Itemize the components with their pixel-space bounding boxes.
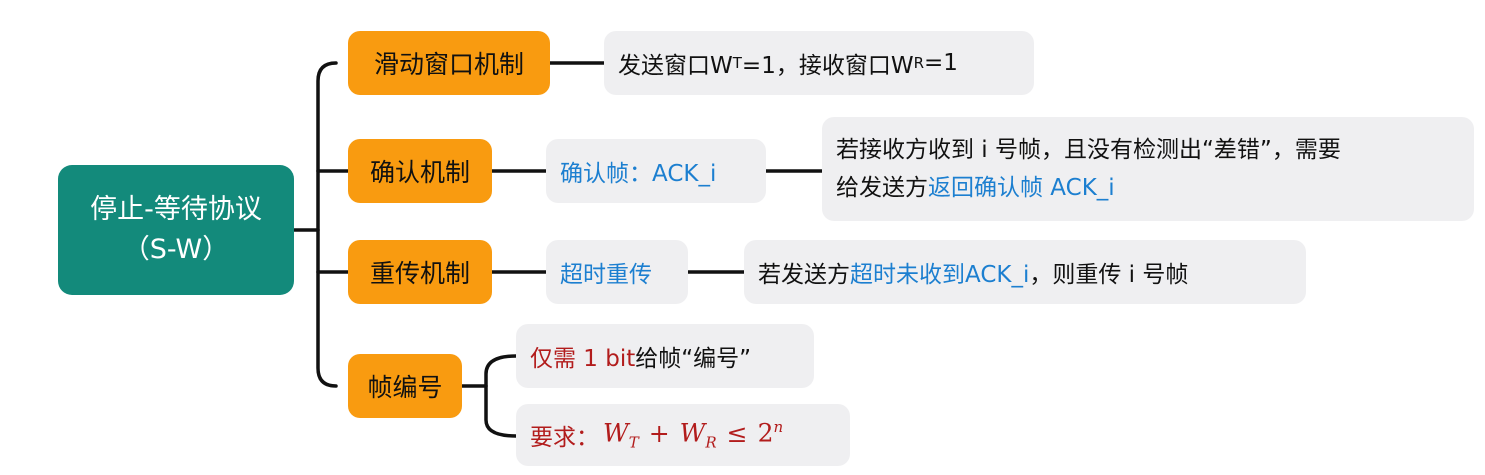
subscript-r: R bbox=[913, 54, 925, 72]
ack-frame: 确认帧：ACK_i bbox=[546, 139, 766, 203]
text-value: =1 bbox=[924, 50, 958, 76]
text-highlight: 返回确认帧 ACK_i bbox=[928, 175, 1115, 201]
text-plain: 若发送方 bbox=[758, 262, 850, 288]
requirement-prefix: 要求： bbox=[530, 425, 599, 451]
ack-detail: 若接收方收到 i 号帧，且没有检测出“差错”，需要 给发送方返回确认帧 ACK_… bbox=[822, 117, 1474, 221]
requirement-formula: WT+WR≤2n bbox=[603, 418, 783, 451]
root-node: 停止-等待协议 （S-W） bbox=[58, 165, 294, 295]
formula-sub-r: R bbox=[705, 433, 717, 452]
retransmit-mode-label: 超时重传 bbox=[560, 262, 652, 288]
formula-plus: + bbox=[648, 418, 670, 448]
root-subtitle: （S-W） bbox=[122, 234, 230, 265]
formula-w: W bbox=[603, 418, 629, 448]
retransmit-detail: 若发送方超时未收到ACK_i，则重传 i 号帧 bbox=[744, 240, 1306, 304]
ack-frame-label: 确认帧：ACK_i bbox=[560, 161, 717, 187]
branch-sliding-window: 滑动窗口机制 bbox=[348, 31, 550, 95]
text-highlight: 超时未收到ACK_i bbox=[850, 262, 1030, 288]
numbering-bits: 仅需 1 bit 给帧“编号” bbox=[516, 324, 814, 388]
branch-retransmit: 重传机制 bbox=[348, 240, 492, 304]
subscript-t: T bbox=[732, 54, 742, 72]
branch-label: 滑动窗口机制 bbox=[373, 50, 524, 79]
branch-label: 帧编号 bbox=[367, 373, 443, 402]
ack-detail-line1: 若接收方收到 i 号帧，且没有检测出“差错”，需要 bbox=[836, 137, 1341, 163]
formula-exp: n bbox=[773, 418, 784, 437]
text-plain: ，则重传 i 号帧 bbox=[1029, 262, 1189, 288]
text-send-window: 发送窗口W bbox=[618, 53, 733, 79]
connector-trunk bbox=[316, 61, 338, 388]
formula-w: W bbox=[679, 418, 706, 448]
branch-label: 确认机制 bbox=[369, 158, 470, 187]
formula-sub-t: T bbox=[628, 433, 639, 452]
branch-numbering: 帧编号 bbox=[348, 354, 462, 418]
connector-num-bits bbox=[484, 354, 518, 438]
root-title: 停止-等待协议 bbox=[90, 194, 262, 225]
branch-label: 重传机制 bbox=[369, 259, 470, 288]
text-highlight: 仅需 1 bit bbox=[530, 346, 636, 372]
formula-leq: ≤ bbox=[726, 418, 748, 448]
text-recv-window: =1，接收窗口W bbox=[741, 53, 914, 79]
formula-base: 2 bbox=[757, 418, 774, 448]
text-plain: 给发送方 bbox=[836, 175, 928, 201]
branch-ack: 确认机制 bbox=[348, 139, 492, 203]
text-plain: 给帧“编号” bbox=[635, 346, 752, 372]
numbering-requirement: 要求： WT+WR≤2n bbox=[516, 404, 850, 466]
retransmit-mode: 超时重传 bbox=[546, 240, 688, 304]
ack-detail-line2: 给发送方返回确认帧 ACK_i bbox=[836, 169, 1115, 207]
